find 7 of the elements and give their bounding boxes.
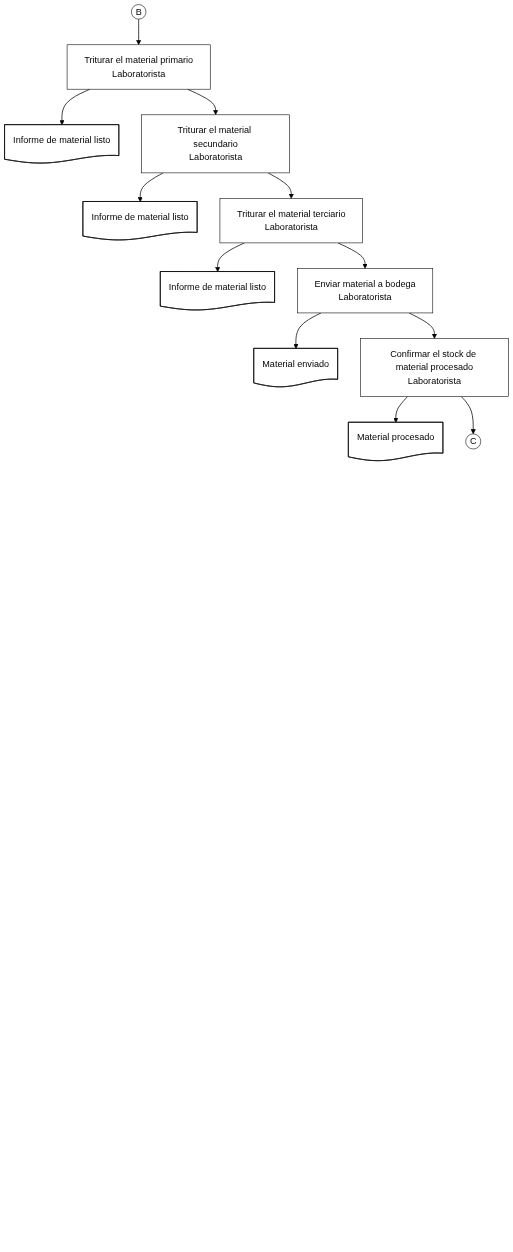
node-circle: C — [465, 433, 482, 450]
node-circle: B — [131, 4, 147, 20]
node-box: Confirmar el stock de material procesado Laboratorista — [360, 338, 509, 397]
node-box: Enviar material a bodega Laboratorista — [297, 268, 434, 314]
node-box: Triturar el material primario Laboratorista — [66, 44, 211, 90]
node-box: Triturar el material secundario Laboratorista — [141, 114, 290, 174]
node-box: Triturar el material terciario Laboratorista — [219, 198, 363, 244]
